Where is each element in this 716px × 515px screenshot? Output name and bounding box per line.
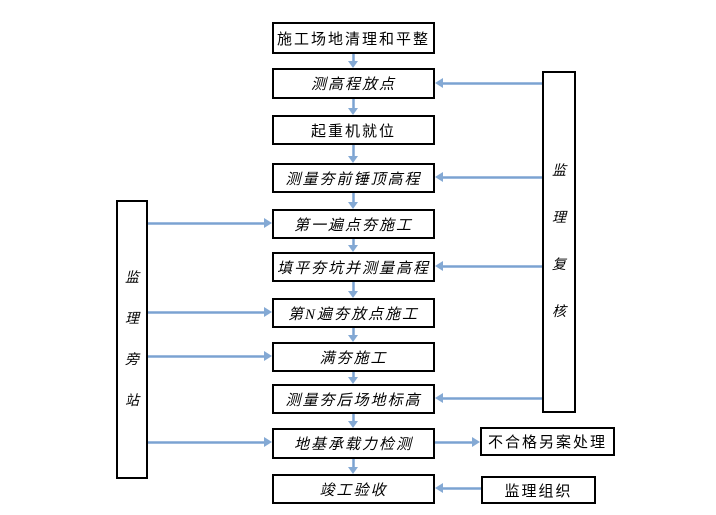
supervision-witness-box: 监理旁站 [116,200,148,479]
supervision-review-box: 监理复核 [542,71,576,413]
flow-step-elevation-points: 测高程放点 [272,68,435,99]
flow-step-completion-acceptance: 竣工验收 [272,474,435,504]
flow-step-post-tamp-site-elevation: 测量夯后场地标高 [272,384,435,414]
arrow-left-icon [435,393,542,404]
arrow-right-icon [435,437,480,448]
flow-step-pre-tamp-hammer-elevation: 测量夯前锤顶高程 [272,163,435,193]
flow-step-bearing-capacity-test: 地基承载力检测 [272,428,435,459]
arrow-right-icon [148,437,272,448]
arrow-down-icon [348,145,359,163]
arrow-down-icon [348,239,359,252]
arrow-left-icon [435,483,481,494]
arrow-left-icon [435,172,542,183]
flow-step-nth-pass-tamping: 第N遍夯放点施工 [272,298,435,328]
flow-step-first-pass-tamping: 第一遍点夯施工 [272,209,435,239]
arrow-right-icon [148,351,272,362]
arrow-down-icon [348,282,359,298]
arrow-down-icon [348,54,359,68]
arrow-right-icon [148,218,272,229]
flow-step-full-tamping: 满夯施工 [272,342,435,372]
flow-step-fill-pit-measure: 填平夯坑并测量高程 [272,252,435,282]
supervision-org-box: 监理组织 [481,476,596,504]
flow-step-crane-in-place: 起重机就位 [272,115,435,145]
arrow-down-icon [348,372,359,384]
arrow-down-icon [348,459,359,474]
arrow-left-icon [435,261,542,272]
arrow-right-icon [148,307,272,318]
arrow-down-icon [348,328,359,342]
fail-handling-box: 不合格另案处理 [480,427,615,456]
arrow-down-icon [348,414,359,428]
arrow-down-icon [348,193,359,209]
flow-step-site-clearing: 施工场地清理和平整 [272,22,435,54]
arrow-down-icon [348,99,359,115]
arrow-left-icon [435,78,542,89]
